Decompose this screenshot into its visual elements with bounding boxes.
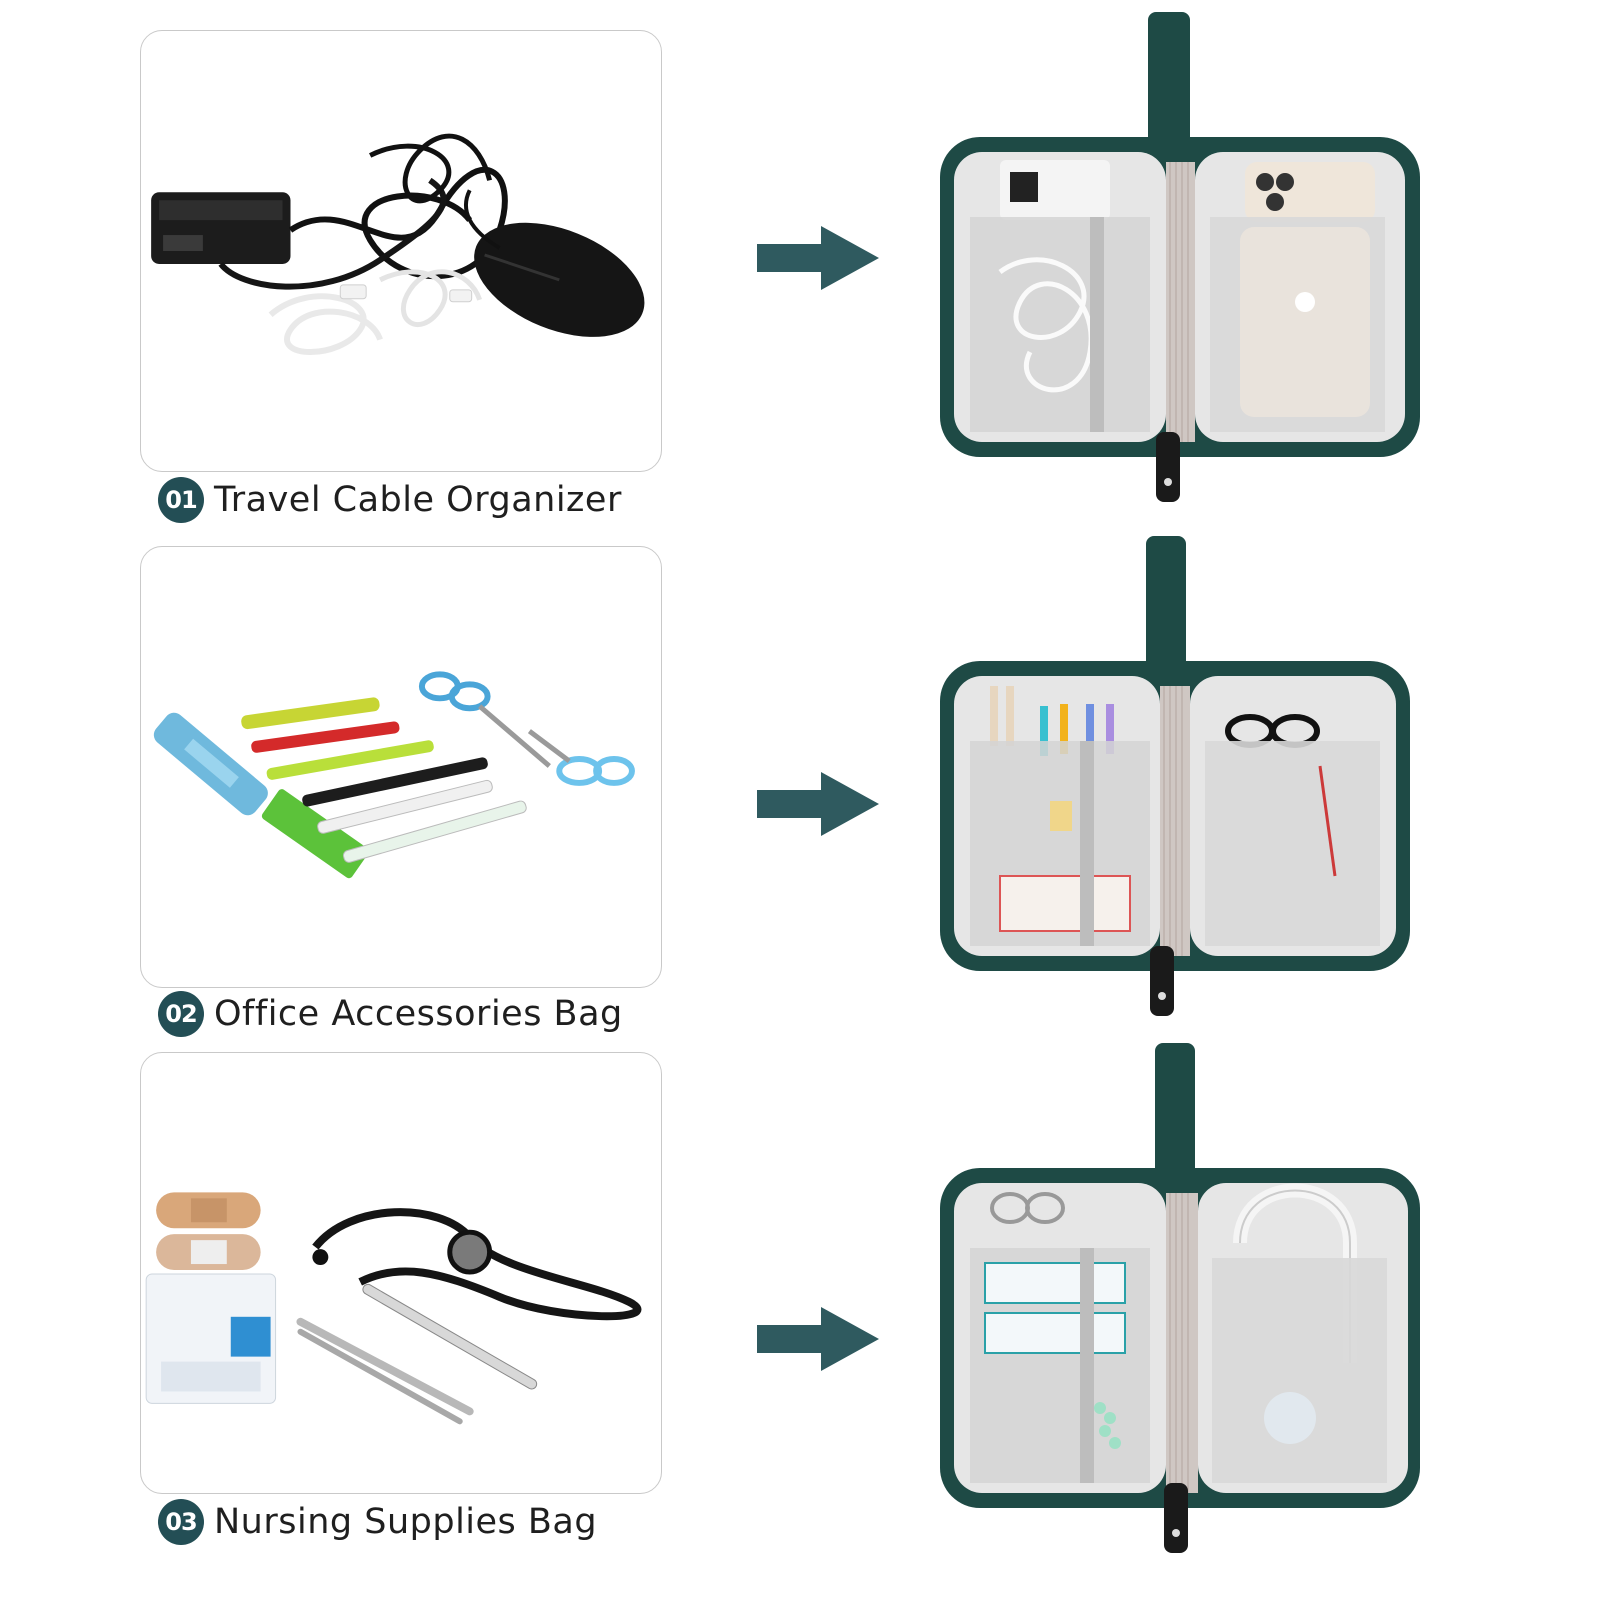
organized-bag-medical-icon: [940, 1043, 1420, 1553]
section-caption-2: 02 Office Accessories Bag: [158, 990, 623, 1038]
after-image-bag-2: [940, 536, 1450, 1021]
section-caption-3: 03 Nursing Supplies Bag: [158, 1498, 597, 1546]
section-title: Office Accessories Bag: [214, 994, 623, 1034]
organized-bag-cables-icon: [940, 12, 1420, 502]
section-title: Travel Cable Organizer: [214, 480, 622, 520]
office-supplies-icon: [153, 671, 635, 879]
arrow-right-icon: [757, 226, 879, 290]
before-image-card-2: [140, 546, 662, 988]
section-caption-1: 01 Travel Cable Organizer: [158, 476, 622, 524]
after-image-bag-1: [940, 12, 1450, 502]
section-number-badge: 01: [158, 477, 204, 523]
section-number-badge: 03: [158, 1499, 204, 1545]
arrow-right-icon: [757, 772, 879, 836]
organized-bag-office-icon: [940, 536, 1410, 1016]
before-image-card-3: [140, 1052, 662, 1494]
before-image-card-1: [140, 30, 662, 472]
after-image-bag-3: [940, 1043, 1450, 1558]
cables-and-mouse-icon: [151, 133, 645, 356]
medical-supplies-icon: [145, 1192, 642, 1425]
section-number-badge: 02: [158, 991, 204, 1037]
section-title: Nursing Supplies Bag: [214, 1502, 598, 1542]
arrow-right-icon: [757, 1307, 879, 1371]
